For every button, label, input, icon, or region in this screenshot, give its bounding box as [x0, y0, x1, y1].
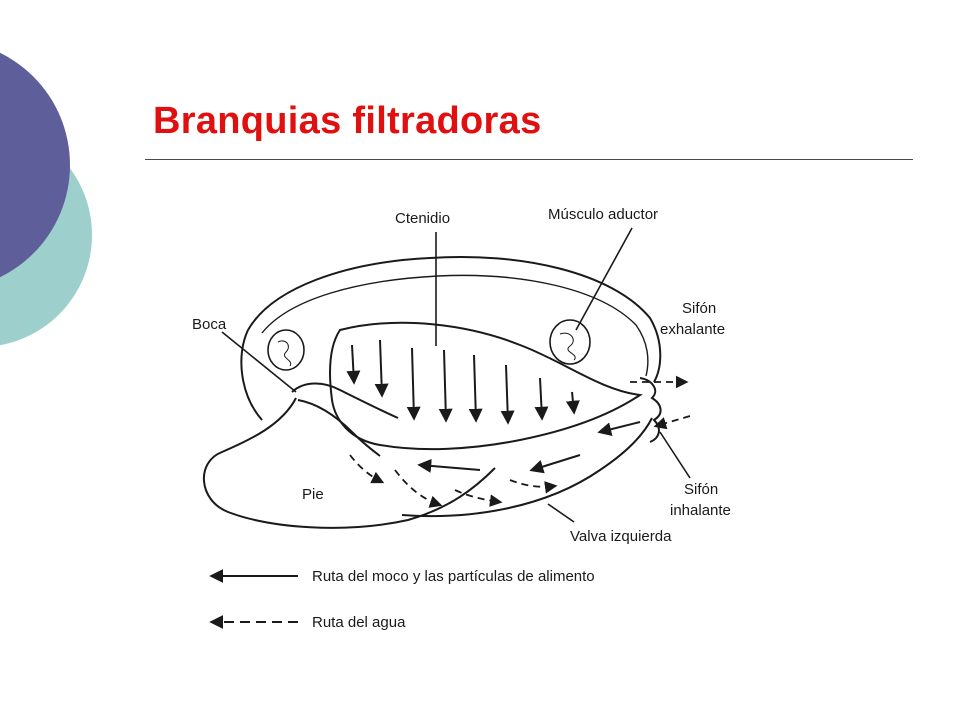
water-arrow: [653, 415, 691, 430]
deco-circle-dark: [0, 52, 70, 278]
label-sifon-exhalante-2: exhalante: [660, 321, 725, 338]
water-arrow: [394, 469, 443, 508]
water-arrow: [349, 454, 385, 484]
label-valva-izquierda: Valva izquierda: [570, 528, 672, 545]
posterior-adductor-muscle: [549, 319, 591, 365]
gill-outline: [329, 321, 643, 451]
shell-bottom-edge: [401, 417, 653, 518]
legend-label-mucus-route: Ruta del moco y las partículas de alimen…: [312, 568, 595, 585]
food-arrow: [529, 454, 581, 474]
gill-arrow: [406, 347, 421, 421]
siphon-outline: [639, 377, 662, 443]
label-boca: Boca: [192, 316, 227, 333]
mouth-palp: [291, 382, 399, 419]
water-arrow: [454, 489, 503, 507]
water-arrow: [509, 479, 558, 494]
label-pie: Pie: [302, 486, 324, 503]
musculo-aductor-leader: [575, 227, 633, 331]
gill-arrow: [468, 354, 483, 423]
muscle-texture: [559, 332, 576, 361]
mouth-palp-2: [297, 399, 381, 457]
gill-arrow: [500, 364, 515, 425]
boca-leader: [221, 331, 297, 393]
label-sifon-inhalante-2: inhalante: [670, 502, 731, 519]
gill-arrow: [346, 344, 361, 385]
shell-outline: [247, 255, 662, 383]
gill-arrow: [438, 349, 453, 423]
foot-outline: [203, 397, 496, 529]
mantle-inner-outline: [261, 274, 649, 377]
muscle-texture: [277, 340, 292, 367]
shell-lower-outline: [240, 329, 263, 421]
slide-title: Branquias filtradoras: [153, 100, 542, 142]
food-arrow: [597, 421, 641, 437]
anterior-adductor-muscle: [267, 329, 305, 371]
title-divider: [145, 159, 913, 160]
gill-arrow: [374, 339, 389, 398]
valva-izquierda-leader: [547, 503, 575, 523]
legend-label-water-route: Ruta del agua: [312, 614, 406, 631]
diagram-legend: Ruta del moco y las partículas de alimen…: [209, 568, 595, 631]
gill-arrow: [565, 391, 580, 415]
food-arrow: [417, 458, 481, 473]
water-path-arrows: [349, 375, 691, 508]
gill-arrow: [534, 377, 549, 421]
sifon-inhalante-leader: [659, 431, 691, 479]
label-sifon-inhalante-1: Sifón: [684, 481, 718, 498]
label-sifon-exhalante-1: Sifón: [682, 300, 716, 317]
label-musculo-aductor: Músculo aductor: [548, 206, 658, 223]
label-ctenidio: Ctenidio: [395, 210, 450, 227]
food-groove-arrows: [417, 421, 641, 474]
gill-filament-arrows: [346, 339, 580, 425]
